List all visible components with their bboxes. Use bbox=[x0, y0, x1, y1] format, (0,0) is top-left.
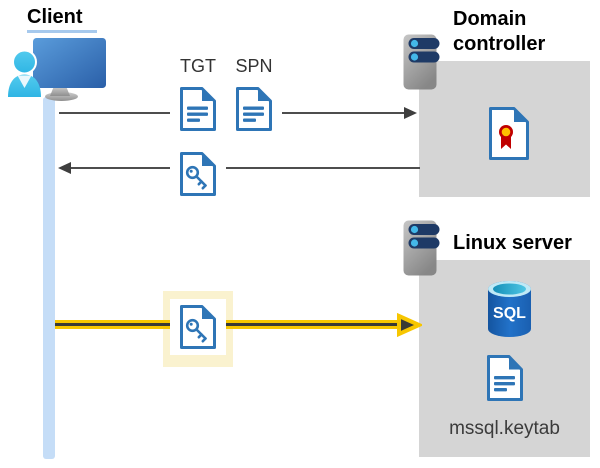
client-monitor-user-icon bbox=[8, 38, 106, 101]
monitor-stand bbox=[50, 86, 70, 96]
client-title-underline bbox=[27, 30, 97, 33]
request-arrowhead-icon bbox=[404, 106, 417, 119]
domain-controller-server-icon bbox=[403, 34, 440, 90]
keytab-file-document-icon bbox=[487, 355, 523, 401]
service-ticket-halo bbox=[170, 146, 226, 202]
sql-icon-label: SQL bbox=[493, 305, 526, 322]
sql-connection-arrowhead-icon bbox=[397, 313, 422, 337]
response-arrow-line bbox=[71, 167, 420, 169]
sql-database-icon: SQL bbox=[488, 281, 531, 337]
sql-connection-arrow-line bbox=[55, 320, 401, 329]
linux-server-title: Linux server bbox=[453, 232, 572, 254]
keytab-filename-label: mssql.keytab bbox=[449, 418, 560, 439]
spn-label: SPN bbox=[235, 56, 273, 76]
monitor-icon bbox=[33, 38, 106, 88]
tgt-document-halo bbox=[170, 81, 226, 137]
keytab-key-document-halo bbox=[170, 299, 226, 355]
domain-controller-title: Domain controller bbox=[453, 8, 546, 55]
response-arrowhead-icon bbox=[58, 161, 71, 174]
service-ticket-key-document-icon bbox=[180, 152, 216, 196]
spn-document-halo bbox=[226, 81, 282, 137]
tgt-document-icon bbox=[180, 87, 216, 131]
spn-document-icon bbox=[236, 87, 272, 131]
client-title: Client bbox=[27, 6, 83, 28]
tgt-label: TGT bbox=[180, 56, 216, 76]
keytab-key-document-icon bbox=[180, 305, 216, 349]
client-timeline-bar bbox=[43, 97, 55, 459]
person-collar bbox=[17, 75, 32, 88]
certificate-document-icon bbox=[489, 107, 529, 160]
person-head bbox=[12, 49, 37, 75]
linux-server-server-icon bbox=[403, 220, 440, 276]
